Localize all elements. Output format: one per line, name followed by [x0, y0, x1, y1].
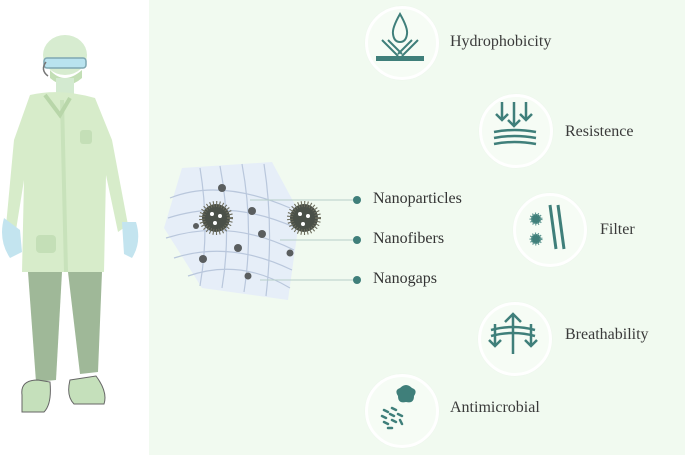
hydrophobicity-label: Hydrophobicity — [450, 33, 552, 50]
microbes-icon — [380, 385, 416, 430]
healthcare-worker-figure — [2, 35, 139, 413]
nanofiber-mesh-illustration — [164, 162, 321, 300]
breathability-label: Breathability — [565, 326, 649, 343]
water-drop-repel-icon — [376, 11, 424, 61]
filter-label: Filter — [600, 221, 635, 238]
air-flow-arrows-icon — [488, 312, 538, 354]
nanogaps-label: Nanogaps — [373, 270, 437, 287]
virus-filter-icon — [529, 204, 566, 250]
antimicrobial-label: Antimicrobial — [450, 399, 540, 416]
resistence-label: Resistence — [565, 123, 634, 140]
virus-particle-icon — [287, 201, 321, 235]
hydrophobicity-badge — [365, 6, 439, 80]
down-arrows-layers-icon — [493, 102, 537, 146]
nanoparticles-label: Nanoparticles — [373, 190, 462, 207]
nanofibers-label: Nanofibers — [373, 230, 445, 247]
virus-particle-icon — [199, 201, 233, 235]
